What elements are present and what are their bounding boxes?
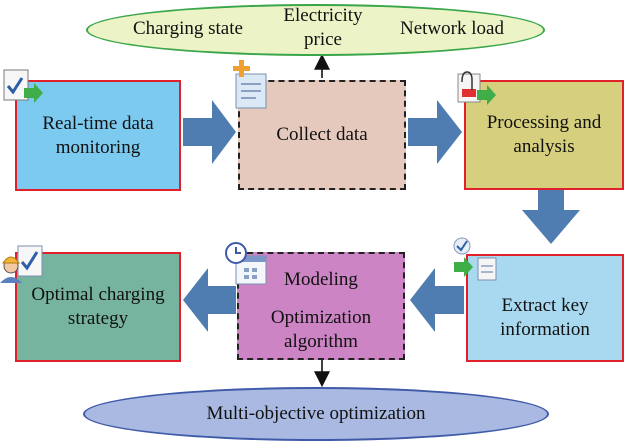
box-optimal-charging-strategy: Optimal charging strategy (15, 252, 181, 362)
arrow-realtime-to-collect (183, 100, 236, 164)
arrow-modeling-to-optimal (183, 268, 236, 332)
realtime-label-line1: Real-time data (42, 112, 154, 134)
arrow-processing-to-extract (522, 190, 580, 244)
box-realtime-monitoring: Real-time data monitoring (15, 80, 181, 191)
collect-label: Collect data (276, 124, 368, 145)
modeling-label: Modeling (284, 269, 358, 290)
electricity-price-line2: price (304, 29, 342, 50)
electricity-price-line1: Electricity (283, 5, 363, 26)
box-extract-key-information: Extract key information (466, 254, 624, 362)
charging-state-label: Charging state (133, 18, 243, 39)
bottom-ellipse: Multi-objective optimization (83, 387, 549, 441)
box-modeling-optimization: Modeling Optimization algorithm (237, 252, 405, 360)
processing-label-line1: Processing and (486, 112, 602, 133)
multi-objective-label: Multi-objective optimization (206, 403, 426, 424)
box-collect-data: Collect data (238, 80, 406, 190)
arrow-extract-to-modeling (410, 268, 464, 332)
realtime-label-line2: monitoring (55, 136, 141, 158)
network-load-label: Network load (400, 18, 504, 39)
optimization-label-line2: algorithm (284, 331, 358, 352)
arrow-collect-to-processing (408, 100, 462, 164)
box-processing-analysis: Processing and analysis (464, 80, 624, 190)
top-ellipse (86, 4, 545, 56)
optimal-label-line2: strategy (67, 308, 129, 329)
optimization-label-line1: Optimization (270, 307, 372, 328)
extract-label-line1: Extract key (501, 295, 589, 316)
processing-label-line2: analysis (513, 136, 575, 157)
extract-label-line2: information (500, 319, 590, 340)
optimal-label-line1: Optimal charging (31, 284, 165, 305)
